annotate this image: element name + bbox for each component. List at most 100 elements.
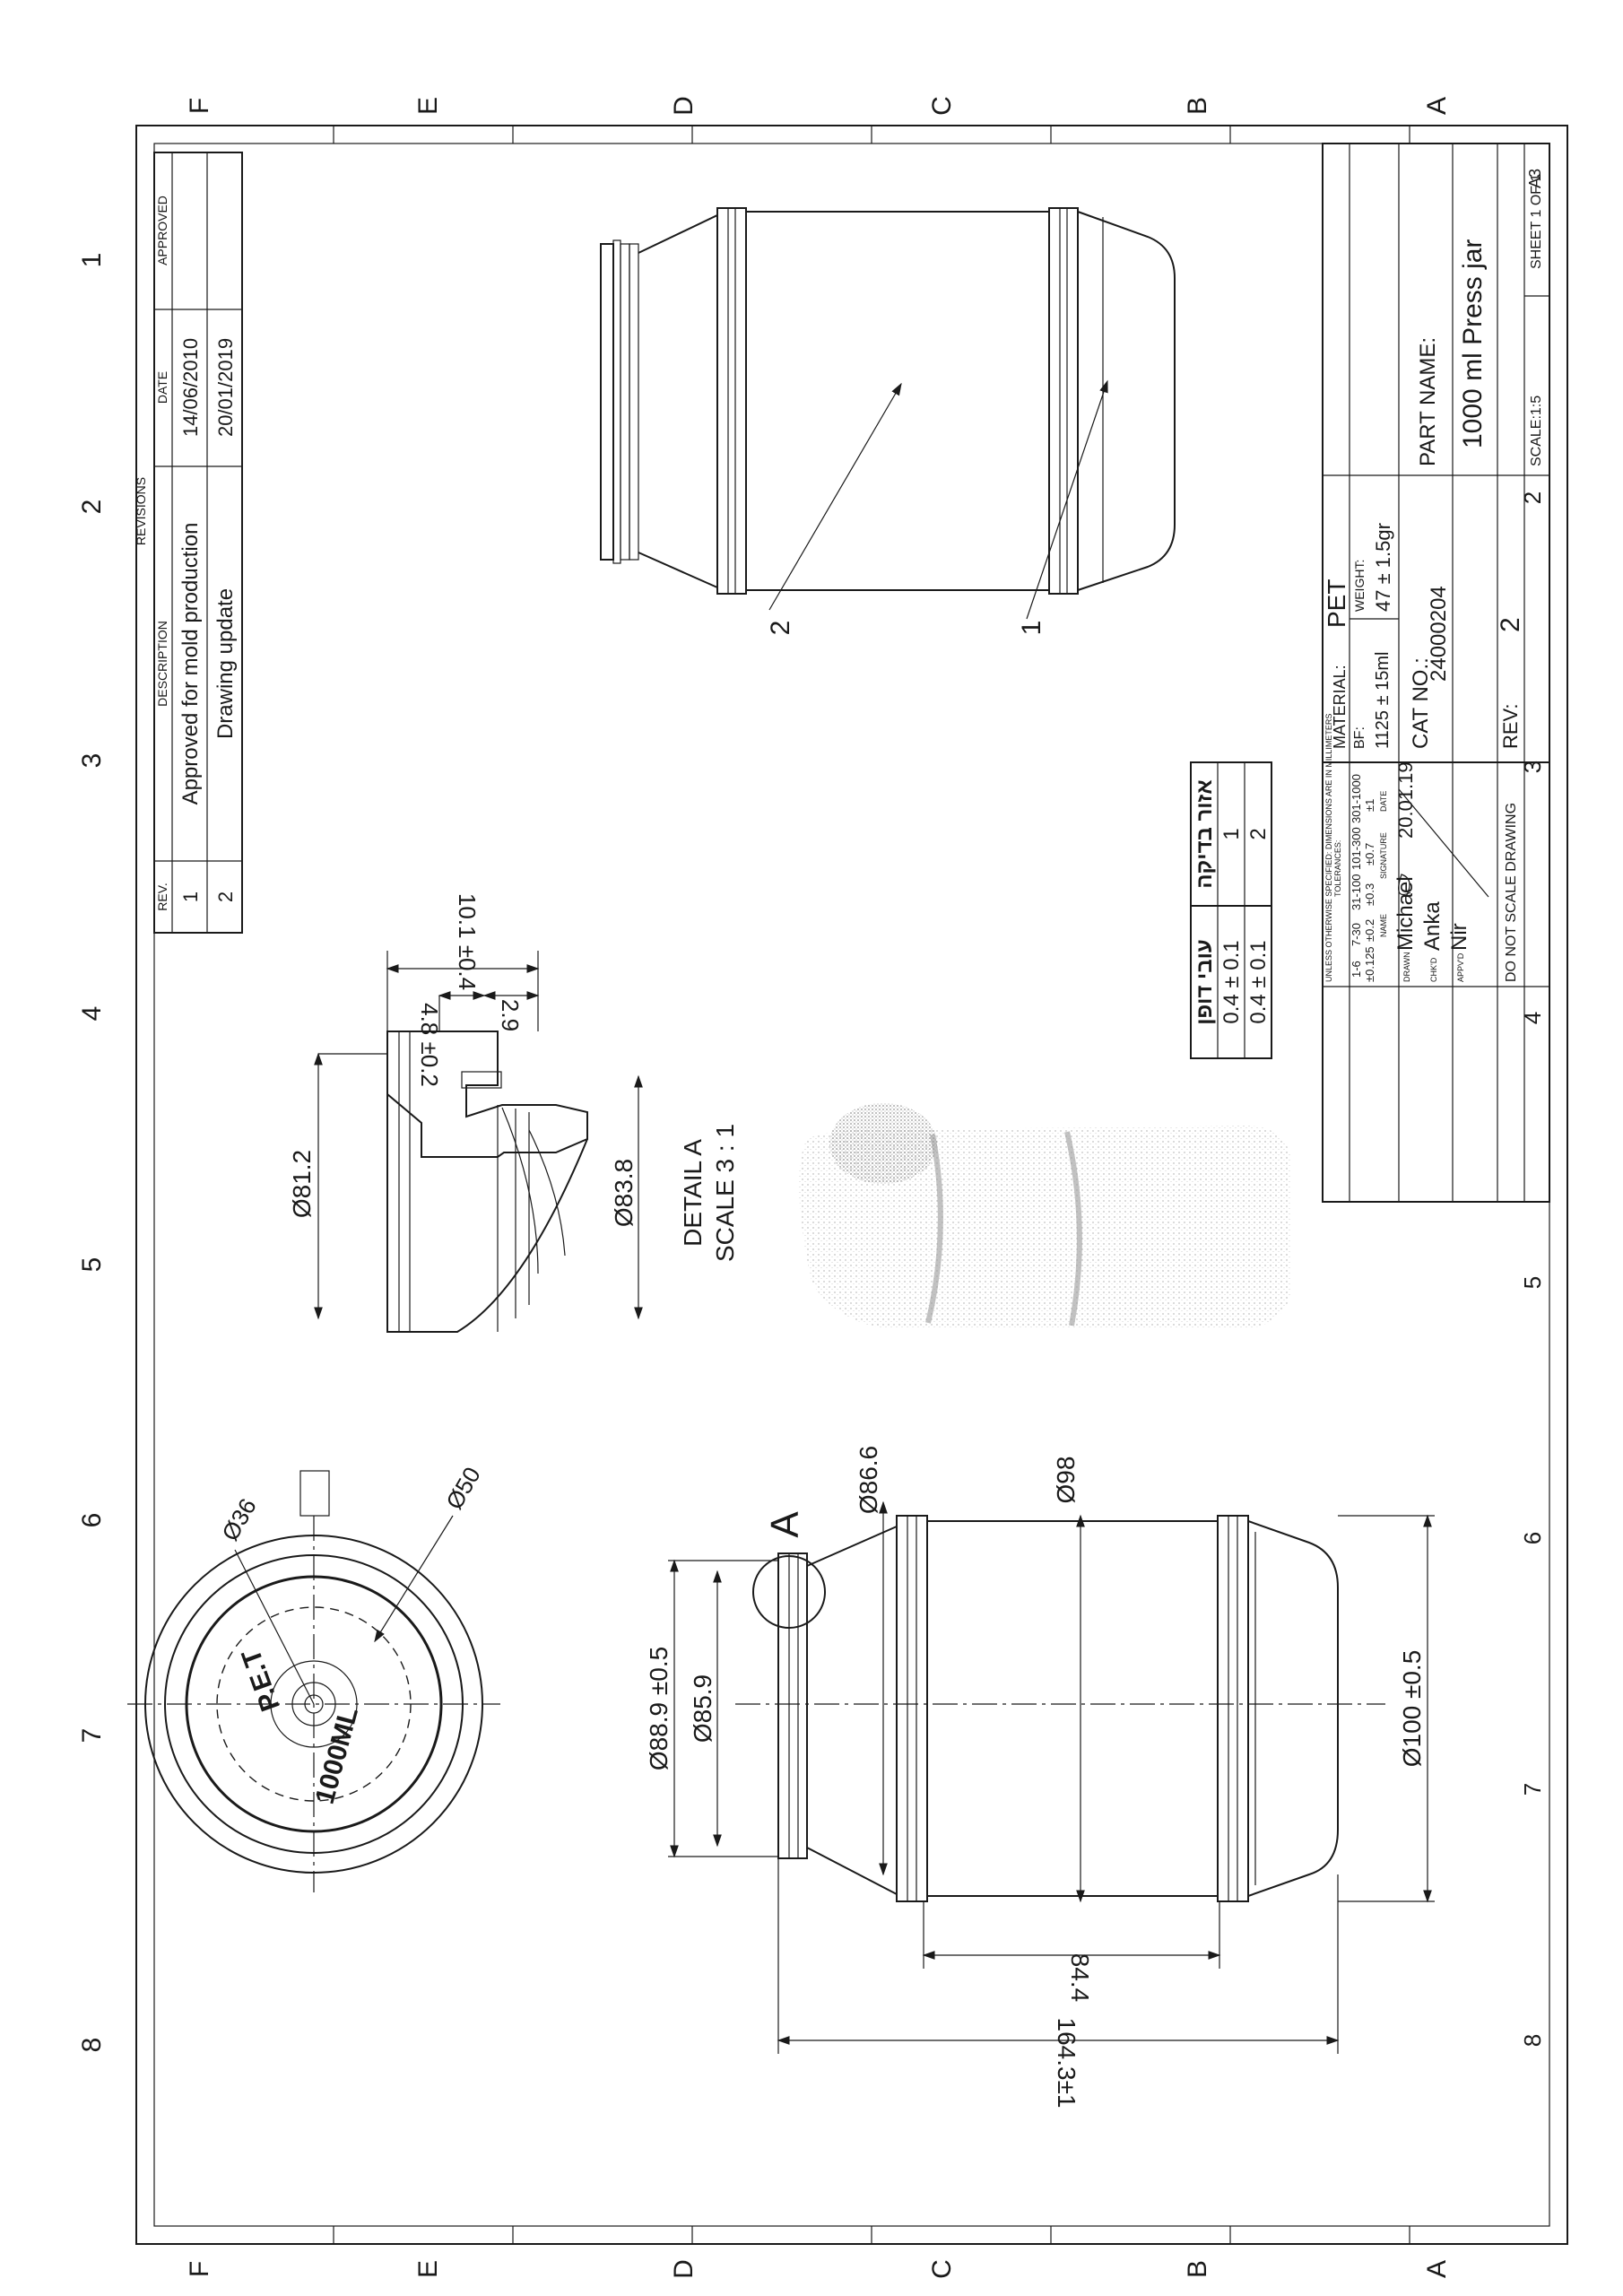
chkd-name: Anka xyxy=(1420,901,1445,951)
svg-text:±0.125: ±0.125 xyxy=(1363,946,1376,982)
zone-numbers-right: 8 7 6 5 4 3 2 xyxy=(1519,491,1546,2047)
dim-d838: Ø83.8 xyxy=(610,1159,638,1227)
part-name-label: PART NAME: xyxy=(1416,337,1440,466)
date-header: DATE xyxy=(155,371,169,404)
title-block: UNLESS OTHERWISE SPECIFIED: DIMENSIONS A… xyxy=(1322,143,1550,1203)
dim-h29: 2.9 xyxy=(497,999,524,1031)
svg-text:3: 3 xyxy=(1519,761,1546,773)
jar-side-view xyxy=(600,207,1176,595)
svg-text:5: 5 xyxy=(1519,1276,1546,1289)
revisions-title: REVISIONS xyxy=(134,477,148,545)
detail-a-marker: A xyxy=(763,1511,807,1538)
svg-text:2: 2 xyxy=(1519,491,1546,504)
bf-value: 1125 ± 15ml xyxy=(1373,652,1393,749)
svg-text:DATE: DATE xyxy=(1379,791,1388,812)
drawn-name: Michael xyxy=(1393,876,1418,951)
zone-3: 3 xyxy=(77,753,107,769)
svg-text:D: D xyxy=(669,2259,699,2279)
approved-header: APPROVED xyxy=(155,196,169,265)
jar-top-view: Ø36 Ø50 P.E.T 1000ML xyxy=(127,1462,500,1892)
zone-letter-a: A xyxy=(1422,97,1452,115)
rev-value: 2 xyxy=(1496,617,1525,632)
zone-letter-c: C xyxy=(927,96,957,116)
svg-text:6: 6 xyxy=(1519,1532,1546,1544)
callout-leaders: 2 1 xyxy=(766,379,1108,636)
detail-a-view: Ø81.2 Ø83.8 10.1 ±0.4 4.8 ±0.2 2.9 DETAI… xyxy=(288,893,739,1333)
drawn-date: 20.01.19 xyxy=(1394,761,1417,839)
weight-label: WEIGHT: xyxy=(1352,560,1367,612)
bf-label: BF: xyxy=(1352,726,1367,749)
rev-header: REV. xyxy=(155,883,169,910)
thickness-header: עובי דופן xyxy=(1193,939,1217,1024)
zone-letter-f: F xyxy=(185,98,214,114)
appvd-label: APPV'D xyxy=(1456,952,1465,982)
zone-2: 2 xyxy=(77,500,107,515)
material-label: MATERIAL: xyxy=(1331,665,1349,749)
svg-text:F: F xyxy=(185,2261,214,2277)
svg-text:B: B xyxy=(1183,2260,1212,2278)
zone-letter-e: E xyxy=(413,97,443,115)
svg-text:7-30: 7-30 xyxy=(1350,923,1363,946)
rev-label: REV: xyxy=(1499,703,1522,749)
zone-7: 7 xyxy=(77,1728,107,1744)
dim-h101: 10.1 ±0.4 xyxy=(454,893,481,990)
dim-d889: Ø88.9 ±0.5 xyxy=(645,1647,673,1770)
detail-a-title: DETAIL A xyxy=(679,1139,707,1247)
appvd-name: Nir xyxy=(1447,923,1471,951)
tolerances-label: TOLERANCES: xyxy=(1333,840,1342,897)
rev-2-description: Drawing update xyxy=(213,588,238,739)
jar-photo xyxy=(799,1103,1291,1327)
thickness-row-2: 0.4 ± 0.1 xyxy=(1246,940,1271,1023)
zone-letter-b: B xyxy=(1183,97,1212,115)
zone-5: 5 xyxy=(77,1257,107,1273)
dim-d859: Ø85.9 xyxy=(689,1674,716,1743)
thickness-row-1: 0.4 ± 0.1 xyxy=(1219,940,1244,1023)
scale-text: SCALE:1:5 xyxy=(1529,396,1544,466)
zone-letters-top: F E D C B A xyxy=(185,96,1452,116)
svg-text:SIGNATURE: SIGNATURE xyxy=(1379,832,1388,879)
svg-text:±0.2: ±0.2 xyxy=(1363,919,1376,942)
description-header: DESCRIPTION xyxy=(155,621,169,707)
svg-text:E: E xyxy=(413,2260,443,2278)
zone-letter-d: D xyxy=(669,96,699,116)
callout-2-label: 2 xyxy=(766,621,795,636)
svg-text:1-6: 1-6 xyxy=(1350,961,1363,978)
material-value: PET xyxy=(1323,579,1350,628)
zone-row-1: 1 xyxy=(1219,828,1244,839)
size-text: A3 xyxy=(1526,169,1544,188)
svg-text:101-300: 101-300 xyxy=(1350,827,1363,870)
zone-header: אזור בדיקה xyxy=(1193,779,1217,888)
svg-text:8: 8 xyxy=(1519,2034,1546,2047)
svg-text:NAME: NAME xyxy=(1379,914,1388,937)
dim-d812: Ø81.2 xyxy=(288,1150,316,1218)
rev-1-description: Approved for mold production xyxy=(178,523,203,805)
svg-text:±1: ±1 xyxy=(1363,799,1376,812)
dim-h844: 84.4 xyxy=(1066,1953,1094,2003)
drawn-label: DRAWN xyxy=(1402,952,1411,982)
dim-d98: Ø98 xyxy=(1052,1457,1080,1504)
svg-text:A: A xyxy=(1422,2260,1452,2278)
zone-1: 1 xyxy=(77,253,107,268)
dim-d100: Ø100 ±0.5 xyxy=(1398,1650,1426,1768)
detail-a-scale: SCALE 3 : 1 xyxy=(711,1124,739,1262)
svg-text:±0.7: ±0.7 xyxy=(1363,843,1376,865)
sheet-text: SHEET 1 OF 1 xyxy=(1529,173,1544,269)
svg-text:4: 4 xyxy=(1519,1012,1546,1024)
dim-d50: Ø50 xyxy=(440,1462,486,1514)
cat-no-value: 24000204 xyxy=(1427,586,1451,682)
svg-text:±0.3: ±0.3 xyxy=(1363,883,1376,906)
svg-text:C: C xyxy=(927,2259,957,2279)
weight-value: 47 ± 1.5gr xyxy=(1372,523,1394,612)
do-not-scale: DO NOT SCALE DRAWING xyxy=(1504,803,1519,982)
dim-d36: Ø36 xyxy=(216,1493,262,1545)
rev-1-date: 14/06/2010 xyxy=(179,338,202,437)
rev-2-date: 20/01/2019 xyxy=(214,338,237,437)
svg-text:31-100: 31-100 xyxy=(1350,874,1363,910)
zone-8: 8 xyxy=(77,2038,107,2053)
dim-h48: 4.8 ±0.2 xyxy=(416,1003,443,1087)
zone-numbers-left: 8 7 6 5 4 3 2 1 xyxy=(77,253,107,2053)
zone-row-2: 2 xyxy=(1246,828,1271,839)
chkd-label: CHK'D xyxy=(1429,957,1438,982)
jar-front-view: A Ø86.6 Ø98 Ø88.9 ±0.5 Ø85.9 Ø100 ±0.5 8… xyxy=(645,1446,1435,2109)
